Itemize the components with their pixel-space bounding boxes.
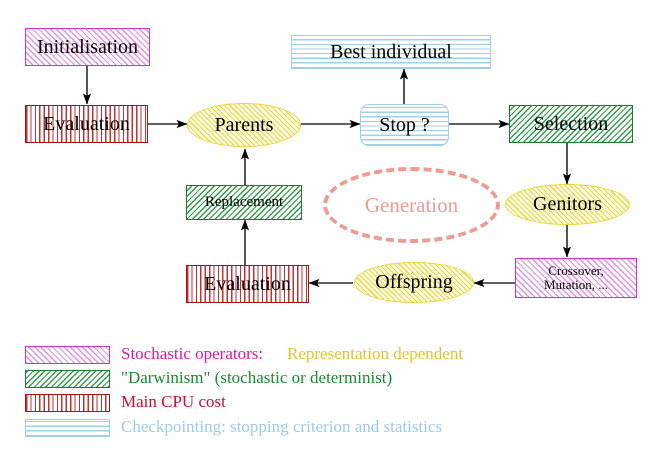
legend-label-main-cpu-cost: Main CPU cost xyxy=(121,392,226,411)
node-parents-label: Parents xyxy=(214,113,274,136)
node-crossover-mutation[interactable]: Crossover, Mutation, ... xyxy=(515,258,637,298)
node-crossover-line1: Crossover, xyxy=(548,263,604,279)
node-stop[interactable]: Stop ? xyxy=(360,104,449,146)
legend-label-stochastic-operators: Stochastic operators: xyxy=(121,344,264,363)
node-evaluation-top[interactable]: Evaluation xyxy=(25,105,148,143)
node-best-individual-label: Best individual xyxy=(330,40,452,63)
legend-swatch-stochastic-operators xyxy=(25,346,110,364)
node-replacement-label: Replacement xyxy=(204,193,284,210)
node-genitors[interactable]: Genitors xyxy=(505,184,630,225)
node-evaluation-bottom[interactable]: Evaluation xyxy=(186,265,309,303)
node-genitors-label: Genitors xyxy=(533,193,602,215)
legend-swatch-checkpointing xyxy=(25,419,110,437)
node-offspring[interactable]: Offspring xyxy=(354,262,474,303)
node-selection-label: Selection xyxy=(533,112,609,135)
node-selection[interactable]: Selection xyxy=(509,105,633,143)
legend-swatch-darwinism xyxy=(25,370,110,388)
legend-label-darwinism: "Darwinism" (stochastic or determinist) xyxy=(121,368,393,387)
node-evaluation-bottom-label: Evaluation xyxy=(204,272,291,295)
legend-label-checkpointing: Checkpointing: stopping criterion and st… xyxy=(121,417,443,436)
node-best-individual[interactable]: Best individual xyxy=(291,35,491,69)
node-stop-label: Stop ? xyxy=(379,113,430,136)
node-offspring-label: Offspring xyxy=(375,271,453,293)
node-replacement[interactable]: Replacement xyxy=(186,185,302,220)
node-crossover-line2: Mutation, ... xyxy=(544,277,608,292)
legend-swatch-main-cpu-cost xyxy=(25,394,110,412)
legend-label-representation-dependent: Representation dependent xyxy=(287,344,464,363)
node-generation-label: Generation xyxy=(364,192,459,217)
node-initialisation-label: Initialisation xyxy=(36,35,139,58)
node-initialisation[interactable]: Initialisation xyxy=(25,28,150,66)
node-parents[interactable]: Parents xyxy=(187,103,301,147)
node-generation-grouping: Generation xyxy=(323,167,500,243)
node-evaluation-top-label: Evaluation xyxy=(43,112,130,135)
